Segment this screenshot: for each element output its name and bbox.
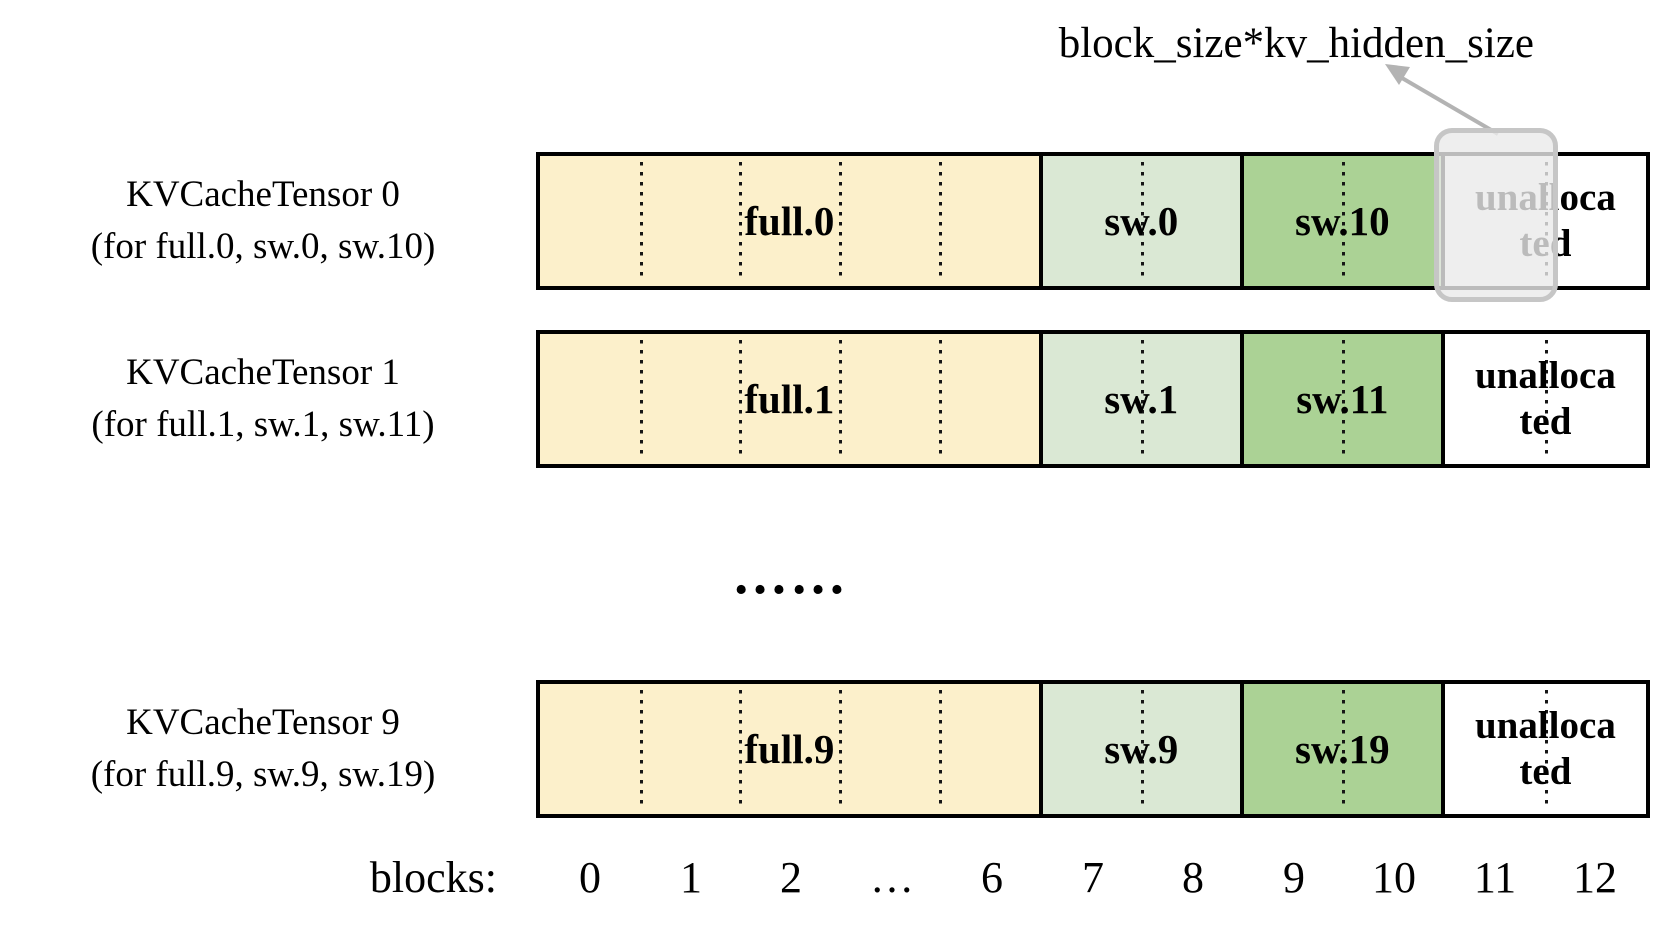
kv-cache-bar: full.9 sw.9 sw.19 unallocated: [536, 680, 1650, 818]
segment-label: full.0: [744, 198, 835, 244]
kv-cache-tensor-row-9: KVCacheTensor 9 (for full.9, sw.9, sw.19…: [0, 680, 1676, 818]
row-title: KVCacheTensor 9: [126, 702, 400, 743]
block-tick: 8: [1182, 853, 1204, 902]
segment-full: full.1: [540, 334, 1043, 464]
blocks-axis-label: blocks:: [369, 853, 497, 902]
block-tick: 9: [1283, 853, 1305, 902]
segment-full: full.9: [540, 684, 1043, 814]
segment-label: sw.19: [1295, 726, 1390, 772]
row-title: KVCacheTensor 0: [126, 174, 400, 215]
kv-cache-tensor-row-1: KVCacheTensor 1 (for full.1, sw.1, sw.11…: [0, 330, 1676, 468]
kv-cache-bar: full.1 sw.1 sw.11 unallocated: [536, 330, 1650, 468]
row-subtitle: (for full.0, sw.0, sw.10): [90, 226, 436, 267]
blocks-axis: blocks: 0 1 2 … 6 7 8 9 10 11 12: [0, 846, 1676, 910]
row-label: KVCacheTensor 1 (for full.1, sw.1, sw.11…: [28, 330, 498, 468]
segment-sw-low: sw.9: [1042, 684, 1244, 814]
segment-sw-high: sw.11: [1243, 334, 1445, 464]
block-tick: 11: [1473, 853, 1517, 902]
block-size-annotation: block_size*kv_hidden_size: [1058, 20, 1534, 67]
block-tick: 12: [1573, 853, 1617, 902]
segment-label: unallocated: [1474, 353, 1616, 443]
block-tick: 0: [579, 853, 601, 902]
rows-ellipsis: ……: [732, 544, 848, 606]
segment-sw-low: sw.0: [1042, 156, 1244, 286]
segment-full: full.0: [540, 156, 1043, 286]
segment-unallocated: unallocated: [1444, 334, 1646, 464]
block-tick: …: [870, 853, 914, 902]
kv-cache-tensor-row-0: KVCacheTensor 0 (for full.0, sw.0, sw.10…: [0, 152, 1676, 290]
segment-label: sw.10: [1295, 198, 1390, 244]
annotation-arrow-icon: [1385, 64, 1500, 136]
segment-label: sw.0: [1104, 198, 1179, 244]
segment-sw-high: sw.19: [1243, 684, 1445, 814]
row-label: KVCacheTensor 9 (for full.9, sw.9, sw.19…: [28, 680, 498, 818]
row-title: KVCacheTensor 1: [126, 352, 400, 393]
row-subtitle: (for full.1, sw.1, sw.11): [91, 404, 435, 445]
segment-unallocated: unallocated: [1444, 684, 1646, 814]
segment-sw-low: sw.1: [1042, 334, 1244, 464]
block-tick: 2: [780, 853, 802, 902]
segment-label: unallocated: [1474, 703, 1616, 793]
segment-label: sw.11: [1296, 376, 1389, 422]
segment-label: full.1: [744, 376, 835, 422]
row-label: KVCacheTensor 0 (for full.0, sw.0, sw.10…: [28, 152, 498, 290]
block-tick: 7: [1082, 853, 1104, 902]
segment-label: sw.1: [1104, 376, 1179, 422]
block-tick: 10: [1372, 853, 1416, 902]
segment-sw-high: sw.10: [1243, 156, 1445, 286]
segment-label: sw.9: [1104, 726, 1179, 772]
row-subtitle: (for full.9, sw.9, sw.19): [90, 754, 436, 795]
block-tick: 6: [981, 853, 1003, 902]
block-tick: 1: [680, 853, 702, 902]
segment-label: full.9: [744, 726, 835, 772]
highlight-box: [1434, 128, 1558, 302]
